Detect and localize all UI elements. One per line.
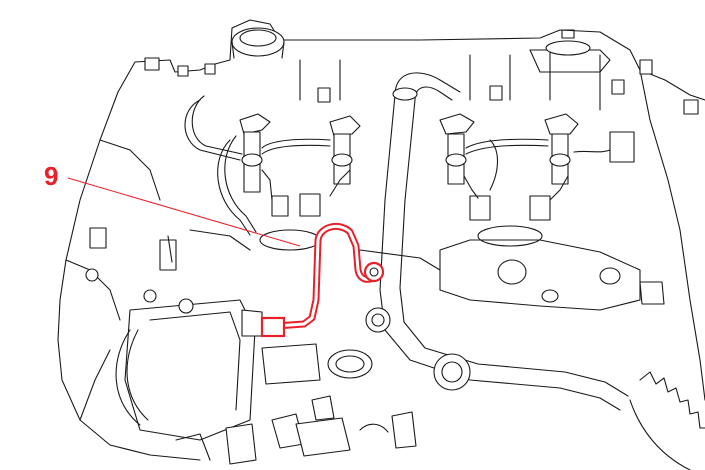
injectors-right-bank (439, 113, 635, 247)
bottom-fittings (175, 343, 417, 465)
head-bolts (144, 57, 699, 115)
fuel-pipes-right (463, 138, 611, 201)
coolant-hose (379, 72, 629, 411)
timing-gear-edge (629, 371, 705, 470)
highlighted-fuel-pipe (260, 222, 385, 338)
callout-leader-line (67, 177, 301, 247)
fuel-pipes-left (184, 95, 351, 236)
oil-filler-cap (231, 27, 285, 59)
lower-bosses (85, 227, 471, 391)
injectors-left-bank (239, 113, 361, 251)
cylinder-head-cover (299, 29, 611, 111)
fuel-rail-area (189, 229, 665, 311)
callout-number: 9 (44, 161, 59, 191)
high-pressure-pump (115, 235, 263, 441)
